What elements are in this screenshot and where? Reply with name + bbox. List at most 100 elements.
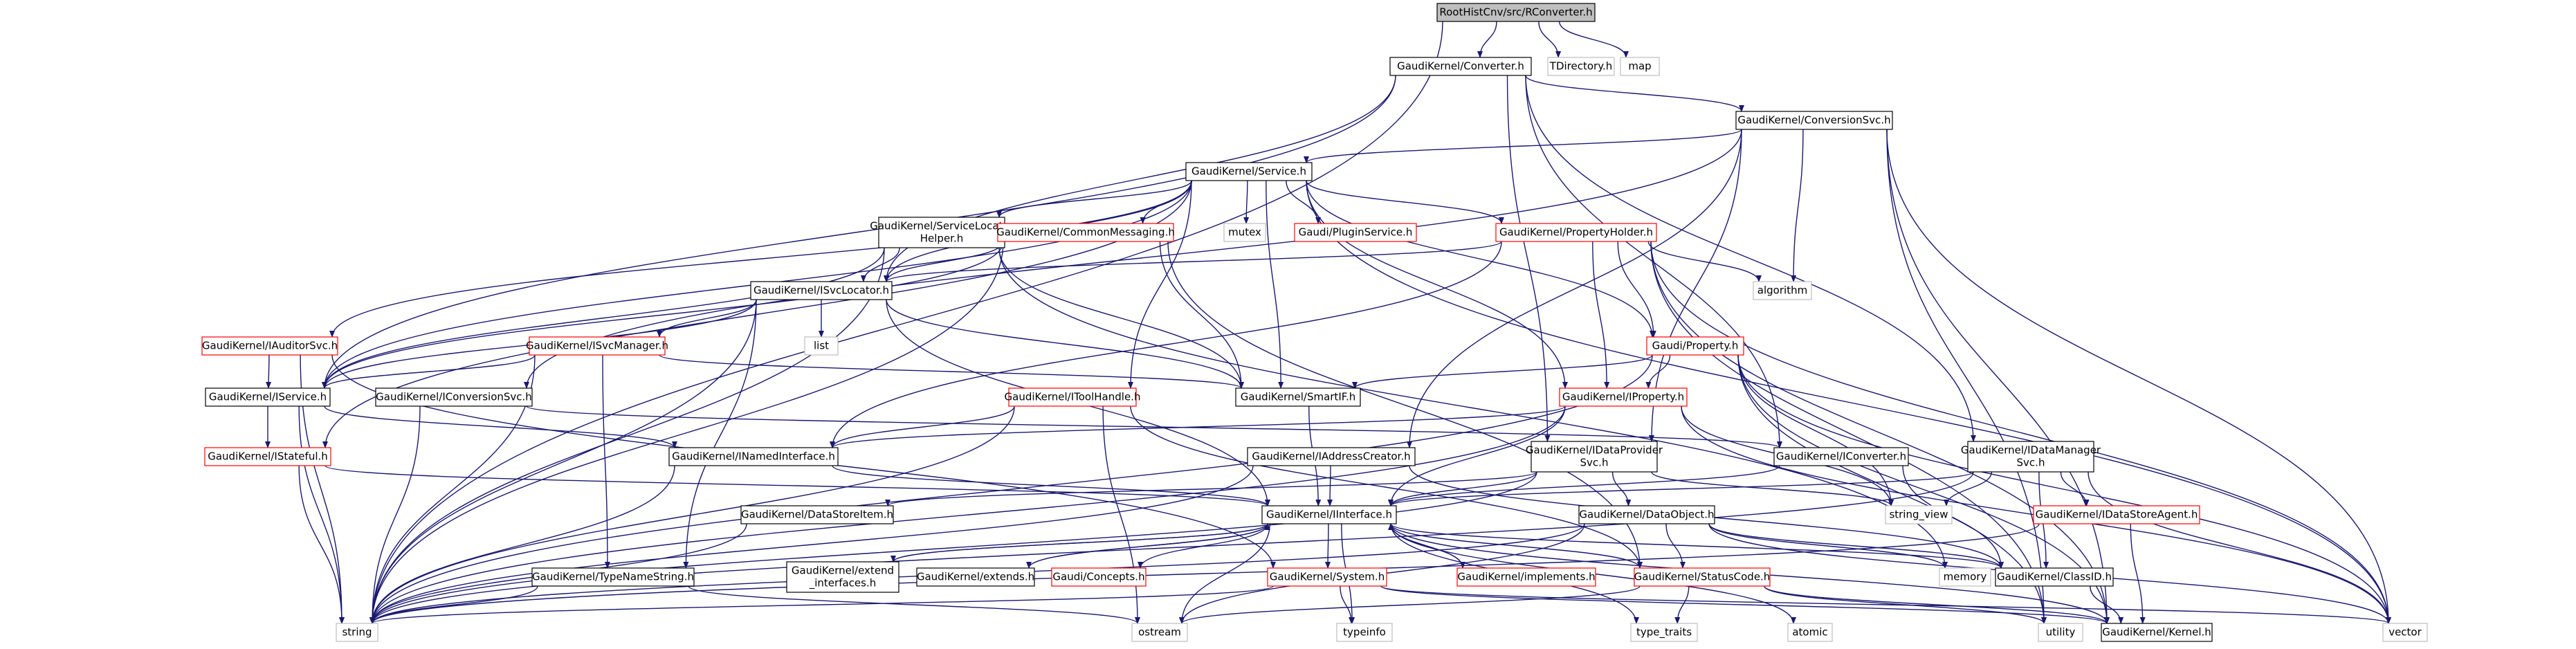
edge-servicelocatorhelper-to-smartif	[998, 247, 1244, 389]
node-box-propertyholder	[1495, 223, 1657, 242]
node-iinterface[interactable]: GaudiKernel/IInterface.h	[1261, 505, 1397, 524]
node-label-iinterface: GaudiKernel/IInterface.h	[1266, 509, 1392, 521]
node-label-memory: memory	[1944, 571, 1987, 583]
edge-service-to-servicelocatorhelper	[996, 180, 1192, 218]
node-label-istateful: GaudiKernel/IStateful.h	[208, 450, 328, 463]
node-smartif[interactable]: GaudiKernel/SmartIF.h	[1235, 387, 1361, 407]
node-box-service	[1185, 162, 1313, 181]
edge-converter-to-idataprovidersvc	[1506, 75, 1551, 442]
node-box-ostream	[1131, 623, 1188, 642]
edge-service-to-propertyholder	[1306, 180, 1504, 224]
node-box-tdirectory	[1547, 57, 1615, 76]
node-list: list	[804, 336, 839, 356]
node-iconverter[interactable]: GaudiKernel/IConverter.h	[1773, 447, 1909, 466]
node-commonmessaging[interactable]: GaudiKernel/CommonMessaging.h	[996, 223, 1175, 242]
edge-dataobject-to-classid	[1708, 523, 2004, 569]
edge-iproperty-to-inamedinterface	[830, 405, 1566, 448]
node-box-root	[1436, 3, 1596, 22]
edge-inamedinterface-to-string	[369, 465, 675, 624]
node-iservice[interactable]: GaudiKernel/IService.h	[205, 387, 331, 407]
edge-idatastoreagent-to-string	[369, 523, 2040, 624]
edge-isvcmanager-to-typenamestring	[602, 354, 610, 569]
node-statuscode[interactable]: GaudiKernel/StatusCode.h	[1634, 567, 1771, 587]
edge-system-to-typeinfo	[1340, 585, 1355, 624]
node-box-memory	[1939, 567, 1991, 587]
node-istateful[interactable]: GaudiKernel/IStateful.h	[204, 447, 331, 466]
node-isvclocator[interactable]: GaudiKernel/ISvcLocator.h	[750, 281, 893, 300]
edge-idatamanagersvc-to-string	[369, 471, 1974, 624]
edge-commonmessaging-to-isvclocator	[884, 241, 1004, 282]
node-datastoreitem[interactable]: GaudiKernel/DataStoreItem.h	[740, 505, 894, 524]
edge-statuscode-to-kernel	[1764, 585, 2110, 624]
node-label-map: map	[1628, 60, 1651, 73]
node-label-utility: utility	[2046, 626, 2076, 639]
node-system[interactable]: GaudiKernel/System.h	[1267, 567, 1387, 587]
edge-conversionsvc-to-utility	[1886, 129, 2047, 624]
node-service[interactable]: GaudiKernel/Service.h	[1185, 162, 1313, 181]
node-kernel[interactable]: GaudiKernel/Kernel.h	[2101, 623, 2213, 642]
edge-propertyholder-to-utility	[1650, 241, 2047, 624]
edge-typenamestring-to-ostream	[688, 585, 1140, 624]
edge-iproperty-to-string	[369, 405, 1566, 624]
node-box-iproperty	[1559, 387, 1688, 407]
node-label-kernel: GaudiKernel/Kernel.h	[2102, 626, 2211, 639]
node-isvcmanager[interactable]: GaudiKernel/ISvcManager.h	[526, 336, 668, 356]
edge-idataprovidersvc-to-dataobject	[1611, 471, 1632, 506]
node-box-conversionsvc	[1735, 111, 1893, 130]
node-conversionsvc[interactable]: GaudiKernel/ConversionSvc.h	[1735, 111, 1893, 130]
node-type_traits: type_traits	[1630, 623, 1698, 642]
node-propertyholder[interactable]: GaudiKernel/PropertyHolder.h	[1495, 223, 1657, 242]
edge-commonmessaging-to-string	[369, 241, 1004, 624]
node-box-iservice	[205, 387, 331, 407]
node-idatastoreagent[interactable]: GaudiKernel/IDataStoreAgent.h	[2033, 505, 2200, 524]
node-dataobject[interactable]: GaudiKernel/DataObject.h	[1578, 505, 1715, 524]
node-box-extend_interfaces	[786, 561, 899, 593]
node-label-dataobject: GaudiKernel/DataObject.h	[1579, 509, 1714, 521]
node-box-pluginservice	[1294, 223, 1417, 242]
edge-itoolhandle-to-statuscode	[1130, 405, 1643, 569]
node-box-statuscode	[1634, 567, 1771, 587]
node-pluginservice[interactable]: Gaudi/PluginService.h	[1294, 223, 1417, 242]
node-box-iauditorsvc	[201, 336, 338, 356]
edge-gaudiproperty-to-vector	[1737, 354, 2391, 624]
node-gaudiproperty[interactable]: Gaudi/Property.h	[1646, 336, 1744, 356]
edge-servicelocatorhelper-to-string	[369, 247, 885, 624]
edge-system-to-kernel	[1380, 585, 2110, 624]
node-box-iaddresscreator	[1247, 447, 1416, 466]
node-iaddresscreator[interactable]: GaudiKernel/IAddressCreator.h	[1247, 447, 1416, 466]
edge-servicelocatorhelper-to-memory	[998, 247, 1948, 569]
node-iauditorsvc[interactable]: GaudiKernel/IAuditorSvc.h	[201, 336, 338, 356]
edge-root-to-string	[369, 21, 1443, 624]
node-typenamestring[interactable]: GaudiKernel/TypeNameString.h	[531, 567, 695, 587]
edge-servicelocatorhelper-to-iservice	[322, 247, 885, 389]
node-box-idatastoreagent	[2033, 505, 2200, 524]
edge-extend_interfaces-to-iinterface	[893, 523, 1270, 563]
node-inamedinterface[interactable]: GaudiKernel/INamedInterface.h	[668, 447, 839, 466]
node-implements[interactable]: GaudiKernel/implements.h	[1456, 567, 1596, 587]
node-iproperty[interactable]: GaudiKernel/IProperty.h	[1559, 387, 1688, 407]
node-label-idataprovidersvc: GaudiKernel/IDataProvider	[1526, 444, 1663, 457]
edge-service-to-iauditorsvc	[329, 180, 1192, 338]
edge-dataobject-to-memory	[1708, 523, 1948, 569]
node-extends[interactable]: GaudiKernel/extends.h	[916, 567, 1035, 587]
node-label-concepts: Gaudi/Concepts.h	[1052, 571, 1144, 583]
node-converter[interactable]: GaudiKernel/Converter.h	[1389, 57, 1532, 76]
edge-iservice-to-inamedinterface	[324, 405, 677, 448]
node-memory: memory	[1939, 567, 1991, 587]
node-iconversionsvc[interactable]: GaudiKernel/IConversionSvc.h	[375, 387, 533, 407]
edge-gaudiproperty-to-string	[369, 354, 1653, 624]
edge-conversionsvc-to-iaddresscreator	[1407, 129, 1742, 448]
edge-conversionsvc-to-idataprovidersvc	[1649, 129, 1742, 442]
node-itoolhandle[interactable]: GaudiKernel/IToolHandle.h	[1005, 387, 1141, 407]
node-label-smartif: GaudiKernel/SmartIF.h	[1241, 391, 1355, 403]
node-label-string_view: string_view	[1889, 509, 1948, 522]
node-box-iconverter	[1773, 447, 1909, 466]
node-classid[interactable]: GaudiKernel/ClassID.h	[1995, 567, 2114, 587]
node-extend_interfaces[interactable]: GaudiKernel/extend_interfaces.h	[786, 561, 899, 593]
edge-statuscode-to-ostream	[1179, 585, 1641, 624]
node-root[interactable]: RootHistCnv/src/RConverter.h	[1436, 3, 1596, 22]
node-concepts[interactable]: Gaudi/Concepts.h	[1051, 567, 1147, 587]
